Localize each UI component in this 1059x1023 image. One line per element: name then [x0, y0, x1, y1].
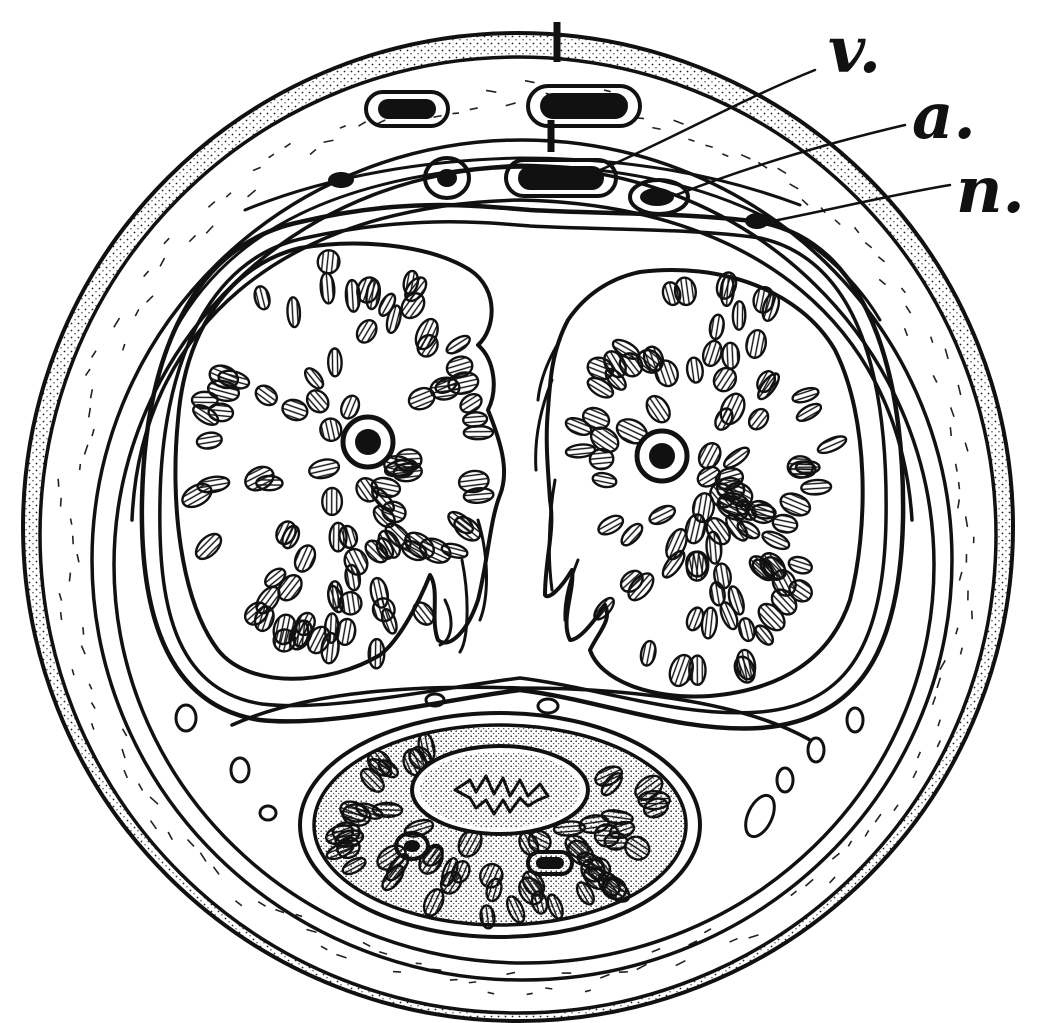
- fascia-dash: [83, 627, 84, 634]
- fascia-dash: [545, 988, 552, 989]
- trabecula: [722, 342, 740, 369]
- trabecula: [322, 488, 342, 515]
- fascia-dash: [58, 479, 59, 487]
- fascia-dash: [950, 427, 951, 436]
- fascia-dash: [469, 982, 476, 983]
- trabecula: [317, 249, 341, 274]
- trabecula: [287, 297, 301, 327]
- trabecula: [192, 392, 218, 409]
- fascia-dash: [393, 972, 401, 973]
- trabecula: [332, 822, 360, 844]
- label-a: a.: [912, 79, 976, 154]
- fascia-dash: [959, 482, 960, 489]
- fascia-dash: [452, 113, 458, 114]
- trabecula: [373, 803, 403, 818]
- trabecula: [464, 426, 493, 439]
- trabecula: [796, 461, 820, 473]
- fascia-dash: [69, 573, 70, 582]
- trabecula: [256, 476, 282, 490]
- trabecula: [345, 280, 361, 312]
- trabecula: [720, 276, 735, 307]
- trabecula: [689, 656, 705, 685]
- fascia-dash: [450, 980, 458, 981]
- label-v: v.: [828, 13, 881, 88]
- trabecula: [368, 639, 384, 668]
- fascia-dash: [61, 612, 62, 620]
- trabecula: [801, 479, 832, 495]
- fascia-dash: [80, 464, 81, 470]
- trabecula: [733, 301, 746, 330]
- fascia-dash: [61, 498, 62, 507]
- fascia-dash: [527, 993, 533, 994]
- trabecula: [328, 348, 342, 376]
- label-n: n.: [956, 153, 1025, 228]
